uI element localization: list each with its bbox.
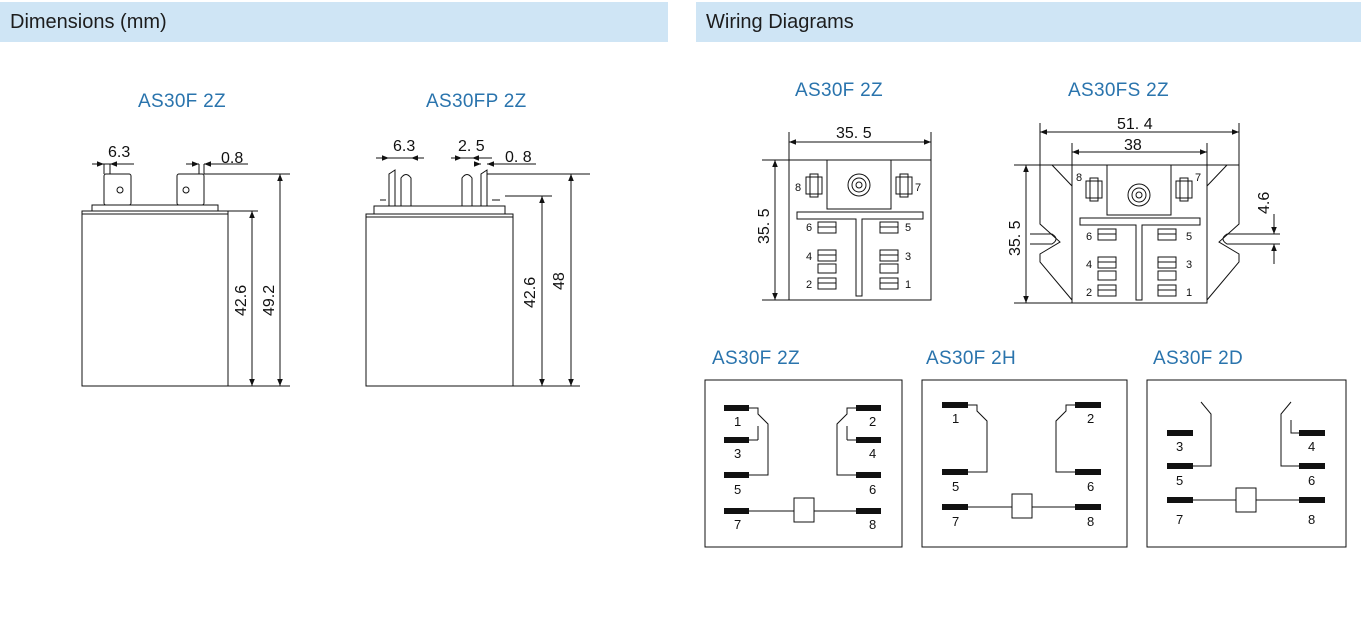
dim-total-height-2: 48: [551, 272, 568, 290]
svg-text:4: 4: [1308, 439, 1315, 454]
base2-height: 35. 5: [1007, 220, 1024, 256]
base-title-as30f-2z: AS30F 2Z: [795, 80, 883, 101]
svg-text:3: 3: [905, 251, 911, 263]
schem-title-as30f-2d: AS30F 2D: [1153, 348, 1244, 369]
dimensions-header: Dimensions (mm): [0, 2, 668, 42]
base-view-as30fs-2z: [1014, 123, 1280, 304]
svg-text:5: 5: [1176, 473, 1183, 488]
svg-text:7: 7: [952, 514, 959, 529]
svg-text:5: 5: [905, 222, 911, 234]
svg-text:6: 6: [1087, 479, 1094, 494]
schem-title-as30f-2h: AS30F 2H: [926, 348, 1017, 369]
svg-text:2: 2: [869, 414, 876, 429]
svg-text:5: 5: [734, 482, 741, 497]
schem3-pin-labels: 3 4 5 6 7 8: [1176, 439, 1315, 527]
dim-tab-width-1: 6.3: [108, 144, 130, 161]
svg-text:4: 4: [806, 251, 812, 263]
relay-side-view-as30f-2z: [81, 161, 290, 387]
dim-body-height-1: 42.6: [233, 285, 250, 316]
svg-text:7: 7: [1176, 512, 1183, 527]
svg-text:8: 8: [1308, 512, 1315, 527]
base-title-as30fs-2z: AS30FS 2Z: [1068, 80, 1169, 101]
svg-text:4: 4: [1086, 259, 1092, 271]
schem1-pin-labels: 1 2 3 4 5 6 7 8: [734, 414, 876, 532]
svg-text:7: 7: [1195, 172, 1201, 184]
svg-text:2: 2: [806, 279, 812, 291]
schem2-pin-labels: 1 2 5 6 7 8: [952, 411, 1094, 529]
relay-side-view-as30fp-2z: [365, 155, 590, 387]
svg-text:7: 7: [915, 182, 921, 194]
schematic-as30f-2h: [921, 379, 1128, 548]
svg-text:6: 6: [806, 222, 812, 234]
schematic-as30f-2z: [704, 379, 903, 548]
base2-hole-offset: 4.6: [1256, 192, 1273, 214]
svg-text:8: 8: [795, 182, 801, 194]
svg-text:1: 1: [952, 411, 959, 426]
svg-text:5: 5: [952, 479, 959, 494]
svg-text:6: 6: [1308, 473, 1315, 488]
dim-tab-thickness-1: 0.8: [221, 150, 243, 167]
dim-title-as30f-2z: AS30F 2Z: [138, 91, 226, 112]
svg-text:8: 8: [1087, 514, 1094, 529]
svg-text:1: 1: [734, 414, 741, 429]
base2-flange-width: 51. 4: [1117, 116, 1153, 133]
base-view-as30f-2z: [762, 132, 932, 301]
svg-text:2: 2: [1087, 411, 1094, 426]
base2-body-width: 38: [1124, 137, 1142, 154]
schem-title-as30f-2z: AS30F 2Z: [712, 348, 800, 369]
dim-tab-thickness-2: 0. 8: [505, 149, 532, 166]
wiring-header: Wiring Diagrams: [696, 2, 1361, 42]
svg-text:6: 6: [869, 482, 876, 497]
svg-text:5: 5: [1186, 231, 1192, 243]
dim-title-as30fp-2z: AS30FP 2Z: [426, 91, 527, 112]
dim-total-height-1: 49.2: [261, 285, 278, 316]
base1-width: 35. 5: [836, 125, 872, 142]
svg-text:1: 1: [905, 279, 911, 291]
svg-text:3: 3: [734, 446, 741, 461]
svg-text:2: 2: [1086, 287, 1092, 299]
svg-text:4: 4: [869, 446, 876, 461]
svg-text:7: 7: [734, 517, 741, 532]
svg-text:3: 3: [1186, 259, 1192, 271]
dim-body-height-2: 42.6: [522, 277, 539, 308]
svg-text:6: 6: [1086, 231, 1092, 243]
schematic-as30f-2d: [1146, 379, 1347, 548]
svg-text:8: 8: [1076, 172, 1082, 184]
svg-text:8: 8: [869, 517, 876, 532]
base1-pin-labels: 8 7 6 5 4 3 2 1: [795, 182, 921, 291]
dim-tab-spacing-2: 2. 5: [458, 138, 485, 155]
svg-text:1: 1: [1186, 287, 1192, 299]
svg-text:3: 3: [1176, 439, 1183, 454]
dim-tab-width-2: 6.3: [393, 138, 415, 155]
base1-height: 35. 5: [756, 208, 773, 244]
base2-pin-labels: 8 7 6 5 4 3 2 1: [1076, 172, 1201, 299]
